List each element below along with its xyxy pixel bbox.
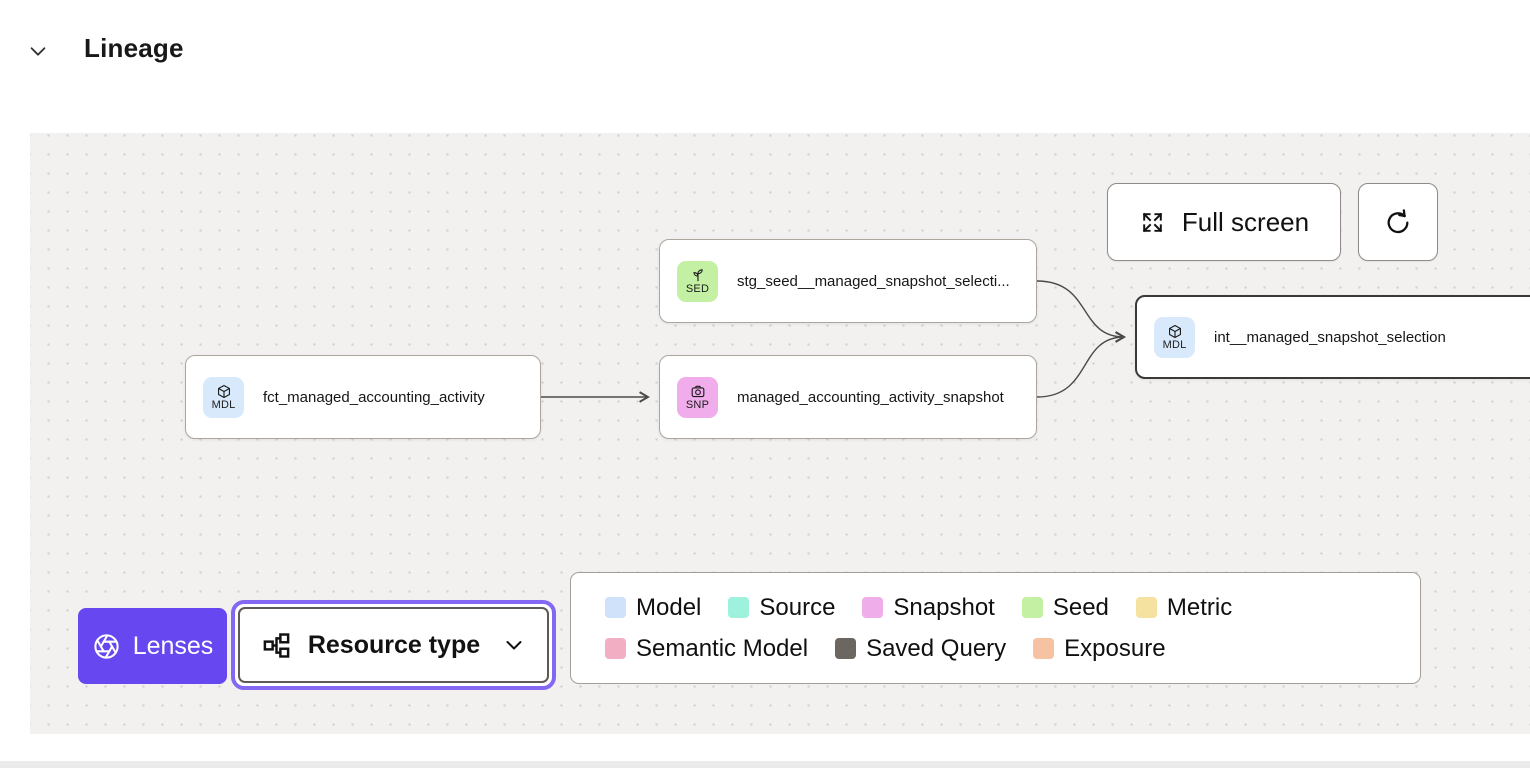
metric-swatch bbox=[1135, 597, 1157, 618]
chevron-down-icon bbox=[506, 641, 522, 650]
node-stg-seed-managed-snapshot-selection[interactable]: SED stg_seed__managed_snapshot_selecti..… bbox=[659, 239, 1037, 323]
model-badge: MDL bbox=[1154, 316, 1195, 358]
source-swatch bbox=[728, 597, 750, 618]
legend-item-model: Model bbox=[605, 594, 701, 622]
expand-icon bbox=[1142, 212, 1163, 232]
legend-item-exposure: Exposure bbox=[1033, 634, 1166, 663]
legend-label: Metric bbox=[1166, 593, 1233, 621]
model-swatch bbox=[605, 597, 626, 618]
collapse-section-chevron-icon[interactable] bbox=[27, 40, 49, 62]
node-label: int__managed_snapshot_selection bbox=[1214, 328, 1446, 346]
refresh-icon bbox=[1387, 209, 1409, 234]
legend-label: Seed bbox=[1052, 593, 1109, 621]
node-int-managed-snapshot-selection[interactable]: MDL int__managed_snapshot_selection bbox=[1135, 295, 1530, 379]
legend-label: Exposure bbox=[1064, 634, 1166, 662]
legend-label: Model bbox=[636, 593, 702, 621]
full-screen-label: Full screen bbox=[1181, 206, 1310, 237]
legend-item-saved-query: Saved Query bbox=[835, 635, 1006, 663]
node-label: managed_accounting_activity_snapshot bbox=[737, 388, 1004, 406]
model-badge: MDL bbox=[203, 376, 244, 418]
legend-label: Snapshot bbox=[893, 593, 995, 621]
legend-row-2: Semantic Model Saved Query Exposure bbox=[605, 635, 1420, 663]
full-screen-button[interactable]: Full screen bbox=[1107, 183, 1341, 261]
snapshot-swatch bbox=[862, 597, 884, 618]
legend-label: Saved Query bbox=[866, 634, 1007, 662]
legend-label: Source bbox=[759, 593, 836, 621]
seed-swatch bbox=[1021, 597, 1043, 618]
badge-label: MDL bbox=[211, 399, 236, 411]
node-managed-accounting-activity-snapshot[interactable]: SNP managed_accounting_activity_snapshot bbox=[659, 355, 1037, 439]
node-label: fct_managed_accounting_activity bbox=[263, 388, 485, 406]
bottom-divider bbox=[0, 761, 1530, 768]
legend-row-1: Model Source Snapshot Seed Metric bbox=[605, 594, 1420, 622]
lenses-label: Lenses bbox=[132, 631, 214, 660]
saved-query-swatch bbox=[835, 638, 857, 659]
badge-label: SNP bbox=[685, 399, 710, 411]
sprout-icon bbox=[692, 269, 703, 282]
cube-icon bbox=[1168, 324, 1181, 339]
seed-badge: SED bbox=[677, 260, 718, 302]
resource-type-dropdown-button[interactable]: Resource type bbox=[238, 607, 549, 683]
resource-type-dropdown[interactable]: Resource type bbox=[231, 600, 556, 690]
legend-item-source: Source bbox=[728, 594, 835, 622]
aperture-icon bbox=[94, 633, 119, 659]
resource-type-label: Resource type bbox=[307, 630, 481, 659]
legend-label: Semantic Model bbox=[636, 634, 809, 662]
legend-item-metric: Metric bbox=[1135, 593, 1233, 622]
org-chart-icon bbox=[263, 632, 290, 658]
semantic-model-swatch bbox=[605, 638, 626, 659]
legend-panel: Model Source Snapshot Seed Metric bbox=[570, 572, 1421, 684]
node-fct-managed-accounting-activity[interactable]: MDL fct_managed_accounting_activity bbox=[185, 355, 541, 439]
edge-seed-to-int bbox=[1036, 280, 1126, 343]
legend-item-semantic-model: Semantic Model bbox=[605, 635, 808, 663]
page-title: Lineage bbox=[84, 33, 184, 63]
edge-snapshot-to-int bbox=[1036, 331, 1126, 398]
cube-icon bbox=[217, 384, 230, 399]
legend-item-seed: Seed bbox=[1021, 593, 1109, 622]
lenses-button[interactable]: Lenses bbox=[78, 608, 227, 684]
camera-icon bbox=[691, 385, 704, 398]
badge-label: SED bbox=[685, 283, 710, 295]
node-label: stg_seed__managed_snapshot_selecti... bbox=[737, 272, 1010, 290]
snapshot-badge: SNP bbox=[677, 376, 718, 418]
exposure-swatch bbox=[1033, 638, 1055, 659]
legend-item-snapshot: Snapshot bbox=[862, 593, 995, 622]
badge-label: MDL bbox=[1162, 339, 1187, 351]
lineage-canvas[interactable]: Full screen SED stg_seed__managed_snapsh… bbox=[30, 133, 1530, 734]
refresh-button[interactable] bbox=[1358, 183, 1438, 261]
